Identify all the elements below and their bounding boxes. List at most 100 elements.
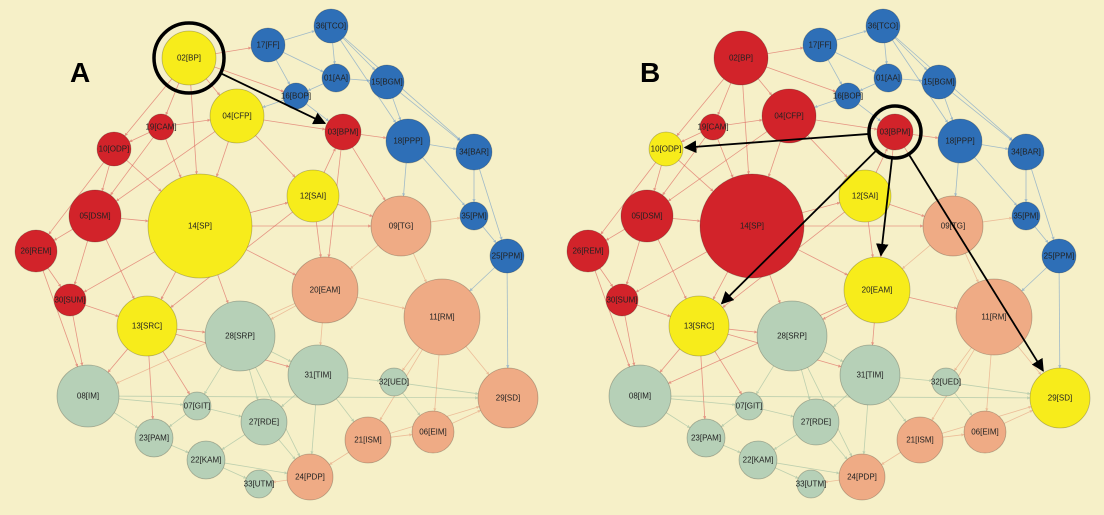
edge-31-tim-24-pdp [310, 404, 317, 455]
edge-14-sp-28-srp [769, 274, 781, 304]
edge-02-bp-10-odp [676, 78, 725, 137]
edge-16-bop-03-bpm [858, 103, 881, 122]
node-label: 13[SRC] [684, 322, 714, 331]
edge-25-ppm-29-sd [1058, 272, 1062, 369]
edge-19-cam-10-odp [129, 132, 150, 143]
node-circle [321, 63, 351, 93]
node-34-bar: 34[BAR] [1007, 133, 1045, 171]
edge-09-tg-11-rm [412, 253, 427, 283]
node-label: 10[ODP] [99, 145, 130, 154]
edge-10-odp-05-dsm [101, 165, 110, 192]
node-circle [209, 88, 265, 144]
edge-17-ff-36-tco [836, 30, 868, 41]
node-circle [738, 440, 778, 480]
edge-07-git-23-pam [168, 414, 187, 427]
edge-17-ff-01-aa [283, 52, 324, 73]
node-14-sp: 14[SP] [699, 173, 805, 279]
edge-31-tim-27-rde [281, 394, 296, 408]
node-label: 07[GIT] [736, 402, 763, 411]
node-circle [756, 300, 828, 372]
edge-36-tco-15-bgm [894, 37, 928, 71]
node-27-rde: 27[RDE] [792, 398, 840, 446]
node-label: 21[ISM] [906, 436, 934, 445]
node-circle [379, 367, 409, 397]
node-label: 19[CAM] [697, 123, 728, 132]
edge-09-tg-35-pm [430, 216, 461, 223]
node-29-sd: 29[SD] [477, 367, 539, 429]
edge-20-eam-31-tim [319, 322, 323, 346]
node-15-bgm: 15[BGM] [921, 64, 957, 100]
node-circle [838, 169, 892, 223]
edge-18-ppp-34-bar [429, 144, 457, 151]
node-12-sai: 12[SAI] [286, 169, 340, 223]
node-label: 24[PDP] [847, 473, 877, 482]
node-20-eam: 20[EAM] [291, 256, 359, 324]
edge-03-bpm-09-tg [352, 147, 386, 201]
edge-28-srp-31-tim [271, 351, 292, 362]
edge-13-src-28-srp [728, 328, 758, 334]
edge-02-bp-04-cfp [205, 78, 221, 96]
node-05-dsm: 05[DSM] [68, 189, 122, 243]
highlight-ring [867, 104, 923, 160]
node-circle [250, 27, 286, 63]
node-04-cfp: 04[CFP] [761, 88, 817, 144]
edge-34-bar-25-ppm [479, 169, 503, 241]
node-label: 01[AA] [876, 74, 900, 83]
edge-30-sum-13-src [637, 304, 671, 317]
node-circle [792, 398, 840, 446]
edge-30-sum-08-im [624, 315, 636, 366]
node-circle [839, 344, 901, 406]
edge-15-bgm-18-ppp [392, 97, 402, 121]
node-circle [648, 131, 684, 167]
edge-20-eam-28-srp [822, 305, 849, 320]
edge-04-cfp-14-sp [215, 141, 229, 178]
edge-18-ppp-09-tg [954, 162, 959, 197]
edge-01-aa-16-bop [307, 83, 324, 92]
node-label: 08[IM] [77, 392, 99, 401]
edge-12-sai-09-tg [337, 204, 373, 217]
node-label: 06[EIM] [971, 428, 999, 437]
node-label: 34[BAR] [459, 148, 489, 157]
node-01-aa: 01[AA] [873, 63, 903, 93]
arrow-02-bp-to-03-bpm [220, 72, 327, 125]
node-label: 30[SUM] [54, 296, 85, 305]
node-30-sum: 30[SUM] [605, 283, 639, 317]
node-circle [147, 113, 175, 141]
edge-16-bop-04-cfp [814, 99, 836, 108]
edge-04-cfp-12-sai [807, 135, 848, 178]
edge-20-eam-28-srp [270, 305, 297, 320]
edge-30-sum-13-src [85, 304, 119, 317]
edge-22-kam-24-pdp [776, 462, 840, 475]
edge-35-pm-25-ppm [1034, 226, 1049, 244]
edge-02-bp-17-ff [215, 46, 252, 55]
node-03-bpm: 03[BPM] [876, 113, 914, 151]
node-circle [713, 30, 769, 86]
edge-11-rm-32-ued [401, 347, 420, 371]
node-26-rem: 26[REM] [566, 229, 610, 273]
node-circle [1011, 201, 1041, 231]
node-label: 10[ODP] [651, 145, 682, 154]
node-circle [56, 364, 120, 428]
edge-26-rem-08-im [594, 270, 631, 368]
node-circle [1007, 133, 1045, 171]
edge-26-rem-08-im [42, 270, 79, 368]
edge-17-ff-16-bop [827, 59, 843, 85]
edge-18-ppp-35-pm [974, 157, 1018, 206]
node-circle [370, 195, 432, 257]
edge-11-rm-06-eim [433, 354, 440, 412]
node-label: 12[SAI] [852, 192, 878, 201]
node-circle [147, 173, 253, 279]
node-label: 15[BGM] [371, 78, 403, 87]
edge-15-bgm-34-bar [399, 92, 461, 142]
edge-02-bp-04-cfp [757, 78, 773, 96]
edge-28-srp-07-git [755, 365, 775, 395]
node-circle [134, 418, 174, 458]
node-label: 17[FF] [808, 41, 831, 50]
node-02-bp: 02[BP] [713, 30, 769, 86]
edge-05-dsm-30-sum [625, 240, 640, 285]
node-30-sum: 30[SUM] [53, 283, 87, 317]
node-circle [53, 283, 87, 317]
edge-31-tim-21-ism [887, 398, 907, 423]
edge-10-odp-14-sp [126, 160, 162, 192]
edge-10-odp-05-dsm [653, 165, 662, 192]
